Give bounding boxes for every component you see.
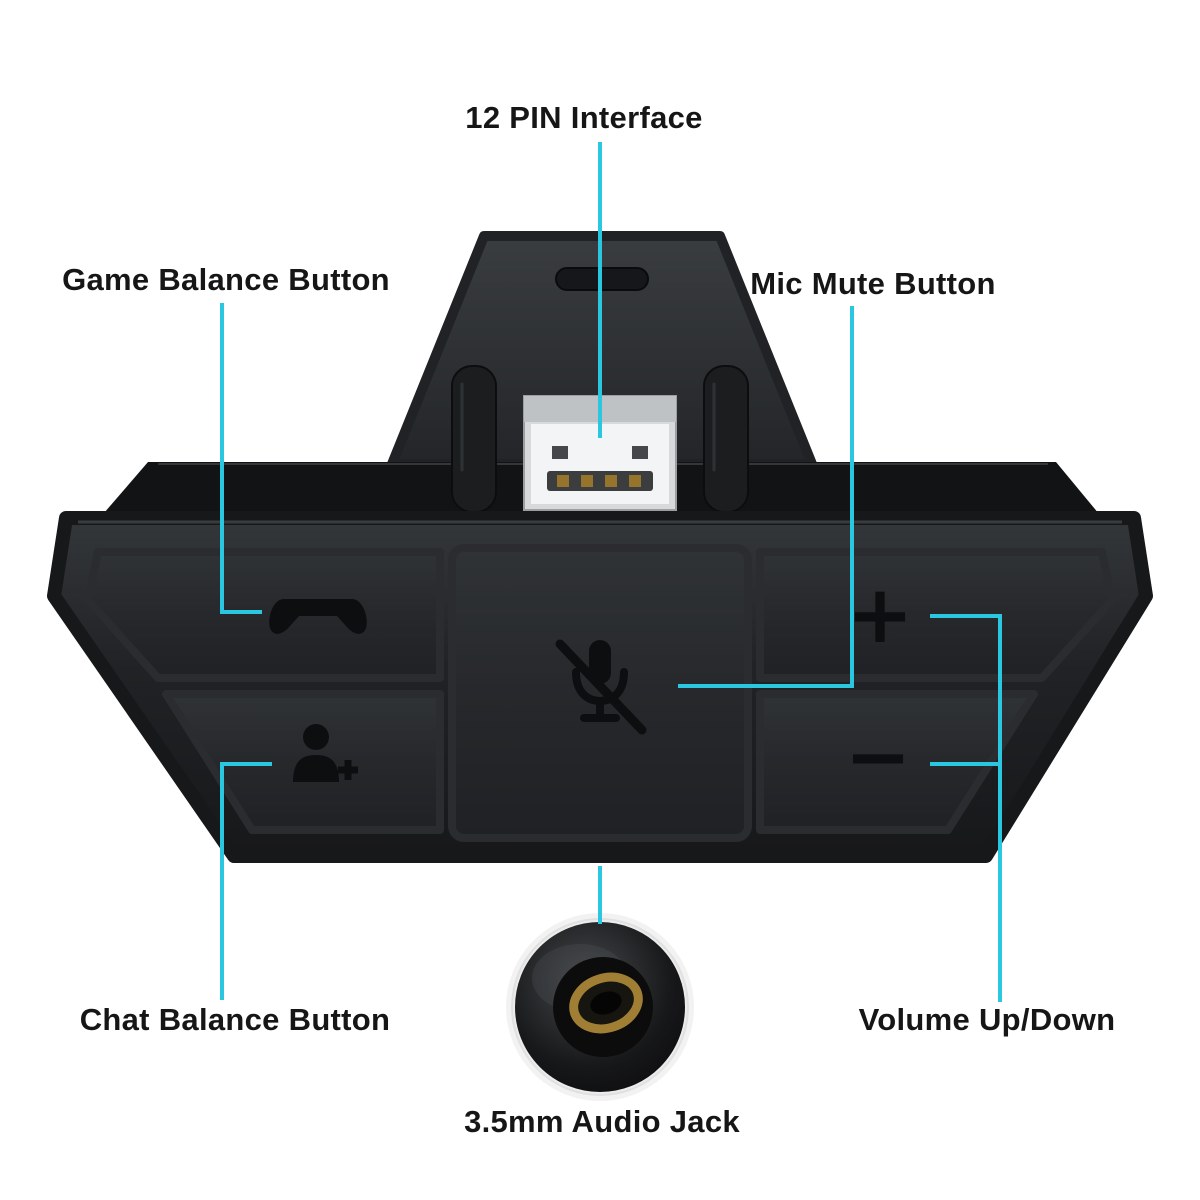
label-volume: Volume Up/Down — [858, 1002, 1116, 1037]
label-chat-balance: Chat Balance Button — [79, 1002, 391, 1037]
button-faces — [84, 544, 1116, 842]
person-icon — [293, 724, 358, 782]
audio-jack-inset — [506, 913, 694, 1101]
callout-lines — [220, 142, 1002, 1002]
label-audio-jack: 3.5mm Audio Jack — [464, 1104, 740, 1139]
jack-socket-icon — [569, 972, 643, 1034]
game-balance-button — [84, 548, 444, 682]
gamepad-icon — [269, 599, 367, 634]
plus-icon: + — [846, 568, 913, 661]
volume-down-button — [756, 690, 1038, 834]
label-mic-mute: Mic Mute Button — [750, 266, 996, 301]
label-pin-interface: 12 PIN Interface — [465, 100, 703, 135]
callout-chat-balance — [220, 762, 272, 1000]
callout-game-balance — [220, 303, 262, 614]
microphone-slash-icon — [555, 639, 647, 735]
label-game-balance: Game Balance Button — [62, 262, 390, 297]
minus-icon: − — [844, 710, 911, 803]
callout-mic-mute — [678, 306, 854, 688]
mic-mute-button — [448, 544, 752, 842]
